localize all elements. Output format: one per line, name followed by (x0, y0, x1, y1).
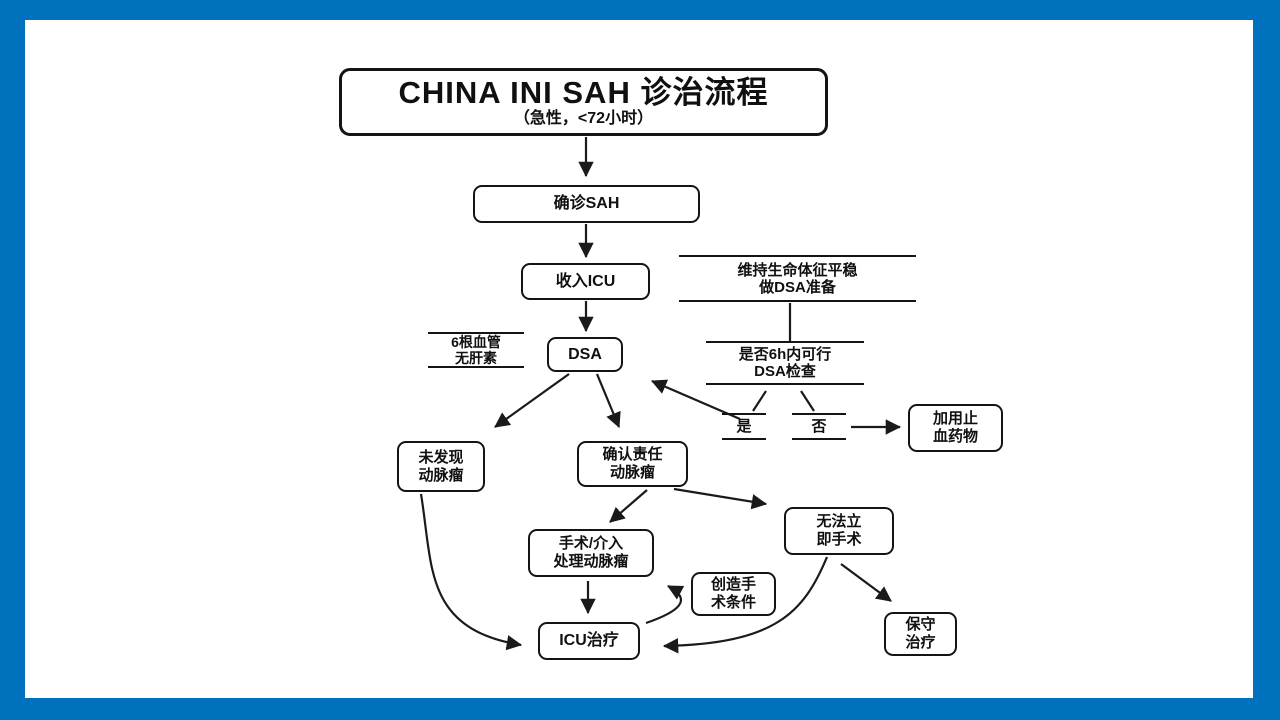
note-yes: 是 (722, 413, 766, 440)
node-confirm-aneurysm: 确认责任 动脉瘤 (577, 441, 688, 487)
node-surgery: 手术/介入 处理动脉瘤 (528, 529, 654, 577)
note-no: 否 (792, 413, 846, 440)
node-confirm-sah: 确诊SAH (473, 185, 700, 223)
note-maintain-vitals: 维持生命体征平稳 做DSA准备 (679, 255, 916, 302)
note-dsa-6h: 是否6h内可行 DSA检查 (706, 341, 864, 385)
node-admit-icu: 收入ICU (521, 263, 650, 300)
flowchart-title: CHINA INI SAH 诊治流程 (398, 75, 769, 110)
node-hemostatic: 加用止 血药物 (908, 404, 1003, 452)
flowchart-subtitle: （急性，<72小时） (513, 110, 654, 127)
node-conservative: 保守 治疗 (884, 612, 957, 656)
node-create-conditions: 创造手 术条件 (691, 572, 776, 616)
node-cannot-surgery: 无法立 即手术 (784, 507, 894, 555)
node-dsa: DSA (547, 337, 623, 372)
node-no-aneurysm: 未发现 动脉瘤 (397, 441, 485, 492)
flowchart-title-box: CHINA INI SAH 诊治流程 （急性，<72小时） (339, 68, 828, 136)
node-icu-treatment: ICU治疗 (538, 622, 640, 660)
note-six-vessels: 6根血管 无肝素 (428, 332, 524, 368)
